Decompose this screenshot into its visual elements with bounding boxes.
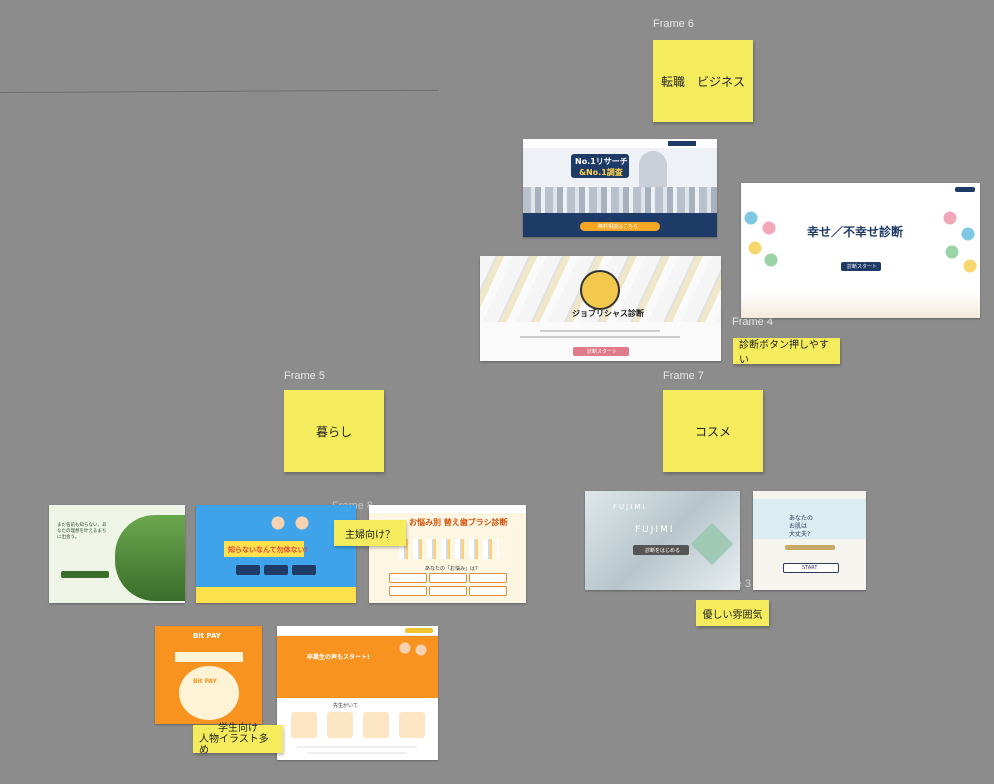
happiness-start-button[interactable]: 診断スタート bbox=[841, 262, 881, 271]
bitpay-brand-top: Bit PAY bbox=[193, 632, 221, 640]
thumb-hair-site[interactable]: あなたの お肌は 大丈夫? START bbox=[753, 491, 866, 590]
frame-label-7[interactable]: Frame 7 bbox=[663, 370, 704, 382]
hair-title-line2: お肌は bbox=[789, 523, 808, 530]
student-text-2 bbox=[307, 752, 407, 754]
toothbrush-option-2[interactable] bbox=[429, 573, 467, 583]
life-blue-headline: 知らないなんて勿体ない! bbox=[228, 546, 308, 554]
thumb-research-site[interactable]: No.1リサーチ &No.1調査 無料相談はこちら bbox=[523, 139, 717, 237]
life-blue-yellow-banner bbox=[224, 541, 304, 557]
research-header-badge bbox=[668, 141, 696, 146]
toothbrush-header bbox=[369, 505, 526, 513]
toothbrush-option-5[interactable] bbox=[429, 586, 467, 596]
frame-label-4[interactable]: Frame 4 bbox=[732, 316, 773, 328]
happiness-header-button bbox=[955, 187, 975, 192]
life-town-headline-text: まだ名前も知らない、あなたの理想を叶えるまちに出会う。 bbox=[57, 523, 107, 540]
sticky-cosme[interactable]: コスメ bbox=[663, 390, 763, 472]
research-title-badge bbox=[571, 154, 629, 178]
fujimi-brand-2: FUJIMI bbox=[635, 525, 675, 535]
toothbrush-option-1[interactable] bbox=[389, 573, 427, 583]
hair-title-line1: あなたの bbox=[789, 515, 814, 522]
student-title: 卒業生の声もスタート! bbox=[307, 654, 370, 661]
joblicious-text-2 bbox=[520, 336, 680, 338]
sticky-student[interactable]: 学生向け 人物イラスト多め bbox=[193, 722, 283, 756]
student-card-4[interactable] bbox=[399, 712, 425, 738]
student-sub: 先生がいて bbox=[333, 703, 358, 709]
joblicious-start-label: 診断スタート bbox=[587, 349, 618, 355]
student-card-1[interactable] bbox=[291, 712, 317, 738]
toothbrush-brushes-illustration bbox=[399, 539, 499, 559]
thumb-student-site[interactable]: 卒業生の声もスタート! 先生がいて bbox=[277, 626, 438, 760]
life-town-headline: まだ名前も知らない、あなたの理想を叶えるまちに出会う。 bbox=[57, 523, 109, 541]
life-town-photo bbox=[115, 515, 185, 601]
fujimi-crystal-shape bbox=[690, 522, 734, 566]
happiness-hexagons-right bbox=[936, 208, 980, 278]
hair-start-label: START bbox=[802, 565, 818, 571]
thumb-joblicious-site[interactable]: ジョブリシャス診断 診断スタート bbox=[480, 256, 721, 361]
bitpay-brand-circle: Bit PAY bbox=[193, 678, 217, 685]
fujimi-brand-1: FUJIMI bbox=[613, 503, 647, 511]
research-title-line1: No.1リサーチ bbox=[575, 157, 628, 166]
joblicious-title: ジョブリシャス診断 bbox=[572, 309, 644, 318]
student-card-3[interactable] bbox=[363, 712, 389, 738]
life-town-button[interactable] bbox=[61, 571, 109, 578]
life-blue-card-3[interactable] bbox=[292, 565, 316, 575]
thumb-fujimi-site[interactable]: FUJIMI FUJIMI 診断をはじめる bbox=[585, 491, 740, 590]
frame-label-6[interactable]: Frame 6 bbox=[653, 18, 694, 30]
fujimi-start-label: 診断をはじめる bbox=[645, 548, 681, 554]
student-header bbox=[277, 626, 438, 636]
thumb-life-town-site[interactable]: まだ名前も知らない、あなたの理想を叶えるまちに出会う。 bbox=[49, 505, 185, 603]
fujimi-start-button[interactable]: 診断をはじめる bbox=[633, 545, 689, 555]
research-cta-label: 無料相談はこちら bbox=[598, 224, 639, 230]
toothbrush-option-6[interactable] bbox=[469, 586, 507, 596]
thumb-toothbrush-site[interactable]: お悩み別 替え歯ブラシ診断 あなたの「お悩み」は? bbox=[369, 505, 526, 603]
bitpay-circle bbox=[179, 666, 239, 720]
toothbrush-option-4[interactable] bbox=[389, 586, 427, 596]
life-blue-card-2[interactable] bbox=[264, 565, 288, 575]
life-blue-footer bbox=[196, 587, 356, 603]
hair-hero bbox=[753, 499, 866, 539]
student-card-2[interactable] bbox=[327, 712, 353, 738]
happiness-town-illustration bbox=[741, 291, 980, 318]
life-blue-card-1[interactable] bbox=[236, 565, 260, 575]
hair-title-line3: 大丈夫? bbox=[789, 531, 811, 538]
student-header-btn bbox=[405, 628, 433, 633]
sticky-gentle[interactable]: 優しい雰囲気 bbox=[696, 600, 769, 626]
joblicious-start-button[interactable]: 診断スタート bbox=[573, 347, 629, 356]
sticky-life[interactable]: 暮らし bbox=[284, 390, 384, 472]
thumb-life-blue-site[interactable]: 知らないなんて勿体ない! bbox=[196, 505, 356, 603]
research-cta-button[interactable]: 無料相談はこちら bbox=[580, 222, 660, 231]
research-header bbox=[523, 139, 717, 148]
toothbrush-title: お悩み別 替え歯ブラシ診断 bbox=[409, 518, 508, 527]
thumb-happiness-site[interactable]: 幸せ／不幸せ診断 診断スタート bbox=[741, 183, 980, 318]
bitpay-info-panel bbox=[175, 652, 243, 662]
sticky-housewife[interactable]: 主婦向け？ bbox=[334, 520, 406, 546]
research-city-illustration bbox=[523, 187, 717, 213]
hair-start-button[interactable]: START bbox=[783, 563, 839, 573]
sticky-student-line2: 人物イラスト多め bbox=[199, 733, 269, 756]
divider-line bbox=[0, 89, 438, 93]
hair-tag bbox=[785, 545, 835, 550]
student-people-illustration bbox=[395, 640, 431, 698]
toothbrush-option-3[interactable] bbox=[469, 573, 507, 583]
research-title-line2: &No.1調査 bbox=[579, 168, 623, 177]
life-blue-people-illustration bbox=[266, 513, 316, 541]
joblicious-text-1 bbox=[540, 330, 660, 332]
toothbrush-sub: あなたの「お悩み」は? bbox=[425, 566, 478, 572]
happiness-start-label: 診断スタート bbox=[847, 264, 878, 270]
frame-label-5[interactable]: Frame 5 bbox=[284, 370, 325, 382]
sticky-business[interactable]: 転職 ビジネス bbox=[653, 40, 753, 122]
sticky-diagnosis-button[interactable]: 診断ボタン押しやすい bbox=[733, 338, 840, 366]
joblicious-person-circle bbox=[580, 270, 620, 310]
happiness-hexagons-left bbox=[741, 208, 783, 278]
sticky-student-line1: 学生向け bbox=[218, 722, 258, 734]
happiness-title: 幸せ／不幸せ診断 bbox=[807, 225, 904, 239]
thumb-bitpay-site[interactable]: Bit PAY Bit PAY bbox=[155, 626, 262, 724]
student-text-1 bbox=[297, 746, 417, 748]
